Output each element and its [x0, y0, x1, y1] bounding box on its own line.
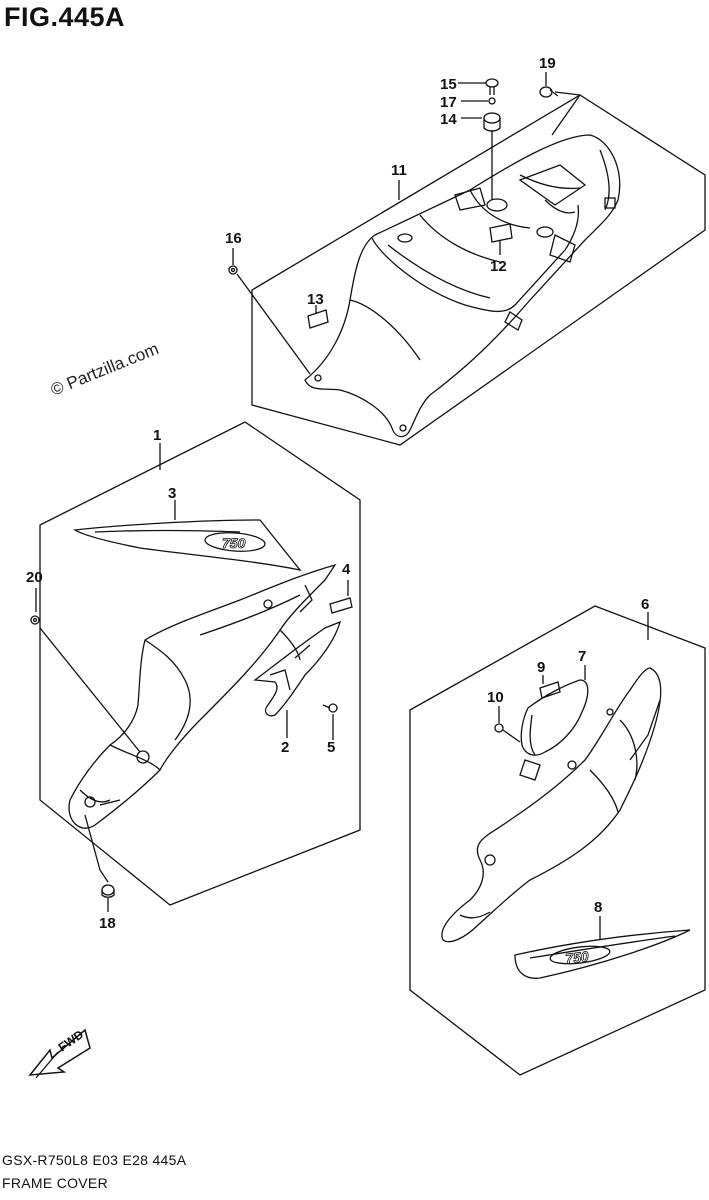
seat-cowl-label-13 — [307, 309, 329, 329]
nut-18 — [101, 884, 115, 898]
callout-2: 2 — [281, 739, 289, 756]
callout-8: 8 — [594, 899, 602, 916]
cushion-14 — [483, 112, 501, 132]
model-code: GSX-R750L8 E03 E28 445A — [2, 1152, 187, 1168]
screw-15 — [485, 78, 499, 95]
callout-10: 10 — [487, 689, 504, 706]
decal-badge-text-8: 750 — [564, 948, 589, 967]
callout-5: 5 — [327, 739, 335, 756]
callout-17: 17 — [440, 94, 457, 111]
callout-6: 6 — [641, 596, 649, 613]
label-4 — [329, 597, 353, 614]
callout-18: 18 — [99, 915, 116, 932]
inner-cover-part-2 — [253, 620, 341, 717]
callout-4: 4 — [342, 561, 351, 578]
seat-cowl-group-frame — [251, 94, 706, 446]
decal-badge-text-3: 750 — [222, 535, 246, 551]
nut-16 — [228, 265, 238, 275]
section-name: FRAME COVER — [2, 1175, 108, 1191]
callout-3: 3 — [168, 485, 176, 502]
right-frame-cover-part-6 — [441, 667, 662, 943]
callout-9: 9 — [537, 659, 545, 676]
callout-15: 15 — [440, 76, 457, 93]
callout-20: 20 — [26, 569, 43, 586]
right-frame-cover-group-frame — [409, 605, 706, 1076]
left-frame-cover-group-frame — [39, 421, 361, 906]
callout-1: 1 — [153, 427, 161, 444]
decal-750-part-3 — [73, 519, 302, 571]
left-frame-cover-part-1 — [68, 563, 337, 829]
callout-12: 12 — [490, 258, 507, 275]
callout-13: 13 — [307, 291, 324, 308]
inner-cover-part-7 — [519, 679, 589, 781]
screw-5 — [322, 703, 338, 713]
seat-tail-cowl-part — [304, 134, 621, 438]
figure-title: FIG.445A — [4, 2, 126, 32]
callout-7: 7 — [578, 648, 586, 665]
label-9 — [539, 681, 561, 699]
callout-11: 11 — [391, 162, 407, 179]
seat-cowl-label-12 — [489, 223, 513, 243]
bolt-19 — [539, 86, 559, 98]
decal-750-part-8 — [514, 929, 691, 979]
nut-20 — [30, 615, 40, 625]
callout-19: 19 — [539, 55, 556, 72]
washer-17 — [488, 97, 496, 105]
fwd-direction-arrow — [28, 1028, 91, 1079]
callout-14: 14 — [440, 111, 457, 128]
screw-10 — [494, 723, 521, 743]
callout-16: 16 — [225, 230, 242, 247]
